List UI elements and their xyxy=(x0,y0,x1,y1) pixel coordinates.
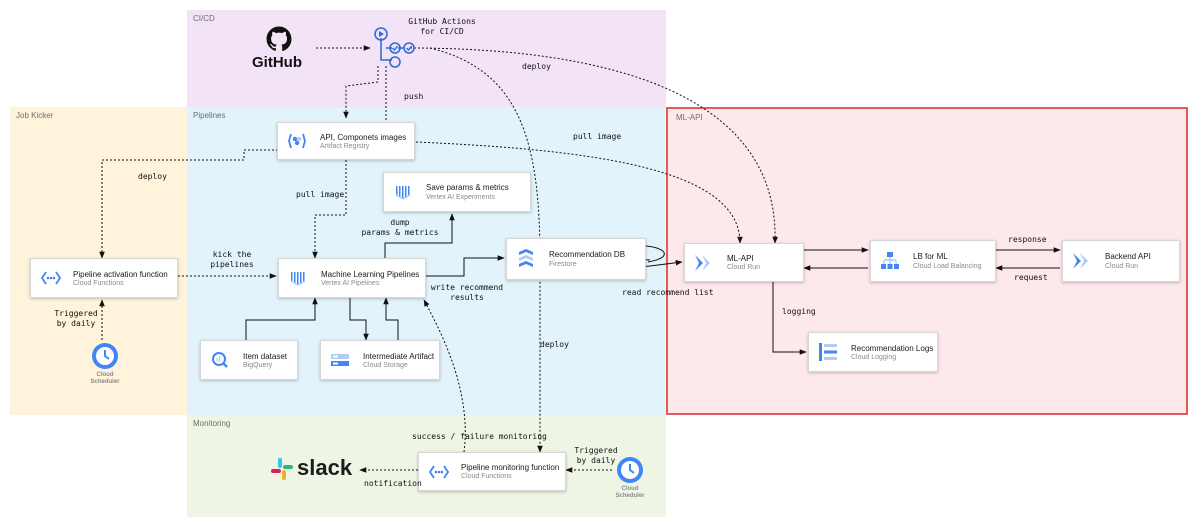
edge-label-triggered-left: Triggered by daily xyxy=(54,309,98,328)
recommendation-logs-title: Recommendation Logs xyxy=(851,344,934,353)
ml-api-title: ML-API xyxy=(727,254,754,263)
cloud-functions-icon xyxy=(429,465,449,478)
ml-api-service: Cloud Run xyxy=(727,264,761,271)
cloud-scheduler-icon xyxy=(92,343,118,369)
cloud-run-icon xyxy=(695,254,710,271)
cloud-load-balancing-icon xyxy=(881,252,899,269)
monitoring-function-service: Cloud Functions xyxy=(461,473,512,480)
monitoring-function-title: Pipeline monitoring function xyxy=(461,463,560,472)
edge-label-write: write recommend results xyxy=(430,283,504,302)
region-cicd: CI/CD xyxy=(187,10,666,107)
edge-label-success-failure: success / failure monitoring xyxy=(412,432,547,441)
region-monitoring-label: Monitoring xyxy=(193,419,231,428)
edge-label-push: push xyxy=(404,92,424,101)
firestore-icon xyxy=(519,249,533,267)
edge-write xyxy=(426,255,505,277)
artifact-registry-service: Artifact Registry xyxy=(320,143,370,150)
recommendation-db-title: Recommendation DB xyxy=(549,250,626,259)
intermediate-artifact-node[interactable]: Intermediate Artifact Cloud Storage xyxy=(320,340,440,380)
region-cicd-label: CI/CD xyxy=(193,14,215,23)
item-dataset-service: BigQuery xyxy=(243,362,273,369)
edge-label-dump: dump params & metrics xyxy=(361,218,439,237)
github-wordmark: GitHub xyxy=(252,54,302,71)
backend-api-title: Backend API xyxy=(1105,252,1151,261)
vertex-pipelines-icon xyxy=(290,272,306,286)
slack-logo: slack xyxy=(270,455,360,485)
vertex-experiments-icon xyxy=(395,186,411,200)
edge-label-deploy-top: deploy xyxy=(522,62,551,71)
ml-pipelines-service: Vertex AI Pipelines xyxy=(321,280,380,287)
cloud-scheduler-left-label: Cloud Scheduler xyxy=(90,372,120,385)
lb-title: LB for ML xyxy=(913,252,948,261)
region-ml-api-label: ML-API xyxy=(676,113,703,122)
edge-deploy-top xyxy=(409,47,778,244)
cloud-scheduler-right: Cloud Scheduler xyxy=(605,456,655,506)
cloud-storage-icon xyxy=(331,354,349,366)
edge-pull-image-right xyxy=(415,141,743,244)
monitoring-function-node[interactable]: Pipeline monitoring function Cloud Funct… xyxy=(418,452,566,491)
edge-deploy-left xyxy=(99,66,387,259)
bigquery-icon xyxy=(212,352,228,368)
edge-from-intermediate xyxy=(383,297,399,340)
recommendation-db-node[interactable]: Recommendation DB Firestore xyxy=(506,238,646,280)
github-logo: GitHub xyxy=(252,26,308,76)
recommendation-logs-service: Cloud Logging xyxy=(851,354,897,361)
cloud-scheduler-icon xyxy=(617,457,643,483)
edge-pull-image-left xyxy=(312,160,347,259)
pipeline-activation-title: Pipeline activation function xyxy=(73,270,168,279)
cloud-scheduler-right-label: Cloud Scheduler xyxy=(615,486,645,499)
intermediate-artifact-service: Cloud Storage xyxy=(363,362,408,369)
edge-logging xyxy=(772,282,807,355)
experiments-title: Save params & metrics xyxy=(426,183,509,192)
experiments-service: Vertex AI Experiments xyxy=(426,194,495,201)
github-octocat-icon xyxy=(266,26,292,52)
edge-push xyxy=(343,66,379,119)
artifact-registry-node[interactable]: API, Componets images Artifact Registry xyxy=(277,122,415,160)
pipeline-activation-node[interactable]: Pipeline activation function Cloud Funct… xyxy=(30,258,178,298)
slack-wordmark: slack xyxy=(297,455,353,480)
recommendation-db-service: Firestore xyxy=(549,261,577,268)
github-actions-icon xyxy=(374,27,415,68)
ml-api-node[interactable]: ML-API Cloud Run xyxy=(684,243,804,282)
cloud-run-icon xyxy=(1073,253,1088,269)
edge-to-intermediate xyxy=(349,298,369,341)
region-job-kicker-label: Job Kicker xyxy=(16,111,54,120)
cloud-scheduler-left: Cloud Scheduler xyxy=(80,342,130,392)
slack-hash-icon xyxy=(271,458,293,480)
lb-node[interactable]: LB for ML Cloud Load Balancing xyxy=(870,240,996,282)
edge-label-notification: notification xyxy=(364,479,422,488)
artifact-registry-title: API, Componets images xyxy=(320,133,407,142)
artifact-registry-icon xyxy=(288,133,306,149)
ml-pipelines-title: Machine Learning Pipelines xyxy=(321,270,420,279)
pipeline-activation-service: Cloud Functions xyxy=(73,280,124,287)
edge-label-deploy-mid: deploy xyxy=(540,340,569,349)
cloud-functions-icon xyxy=(41,271,61,285)
edge-label-request: request xyxy=(1014,273,1048,282)
edge-label-read: read recommend list xyxy=(622,288,714,297)
intermediate-artifact-title: Intermediate Artifact xyxy=(363,352,435,361)
edge-item-dataset xyxy=(245,297,318,340)
edge-label-deploy-left: deploy xyxy=(138,172,167,181)
ml-pipelines-node[interactable]: Machine Learning Pipelines Vertex AI Pip… xyxy=(278,258,426,298)
edge-label-logging: logging xyxy=(782,307,816,316)
github-actions-label: GitHub Actions for CI/CD xyxy=(408,17,476,36)
experiments-node[interactable]: Save params & metrics Vertex AI Experime… xyxy=(383,172,531,212)
lb-service: Cloud Load Balancing xyxy=(913,263,982,270)
edge-success-failure xyxy=(423,299,466,453)
item-dataset-node[interactable]: Item dataset BigQuery xyxy=(200,340,298,380)
item-dataset-title: Item dataset xyxy=(243,352,288,361)
edge-label-kick: kick the pipelines xyxy=(210,250,254,269)
region-pipelines-label: Pipelines xyxy=(193,111,226,120)
edge-label-triggered-right: Triggered by daily xyxy=(574,446,618,465)
edge-label-response: response xyxy=(1008,235,1047,244)
recommendation-logs-node[interactable]: Recommendation Logs Cloud Logging xyxy=(808,332,938,372)
backend-api-node[interactable]: Backend API Cloud Run xyxy=(1062,240,1180,282)
edge-label-pull-image-left: pull image xyxy=(296,190,345,199)
edge-label-pull-image-right: pull image xyxy=(573,132,622,141)
backend-api-service: Cloud Run xyxy=(1105,263,1139,270)
cloud-logging-icon xyxy=(819,343,837,361)
edge-dump xyxy=(384,213,455,258)
